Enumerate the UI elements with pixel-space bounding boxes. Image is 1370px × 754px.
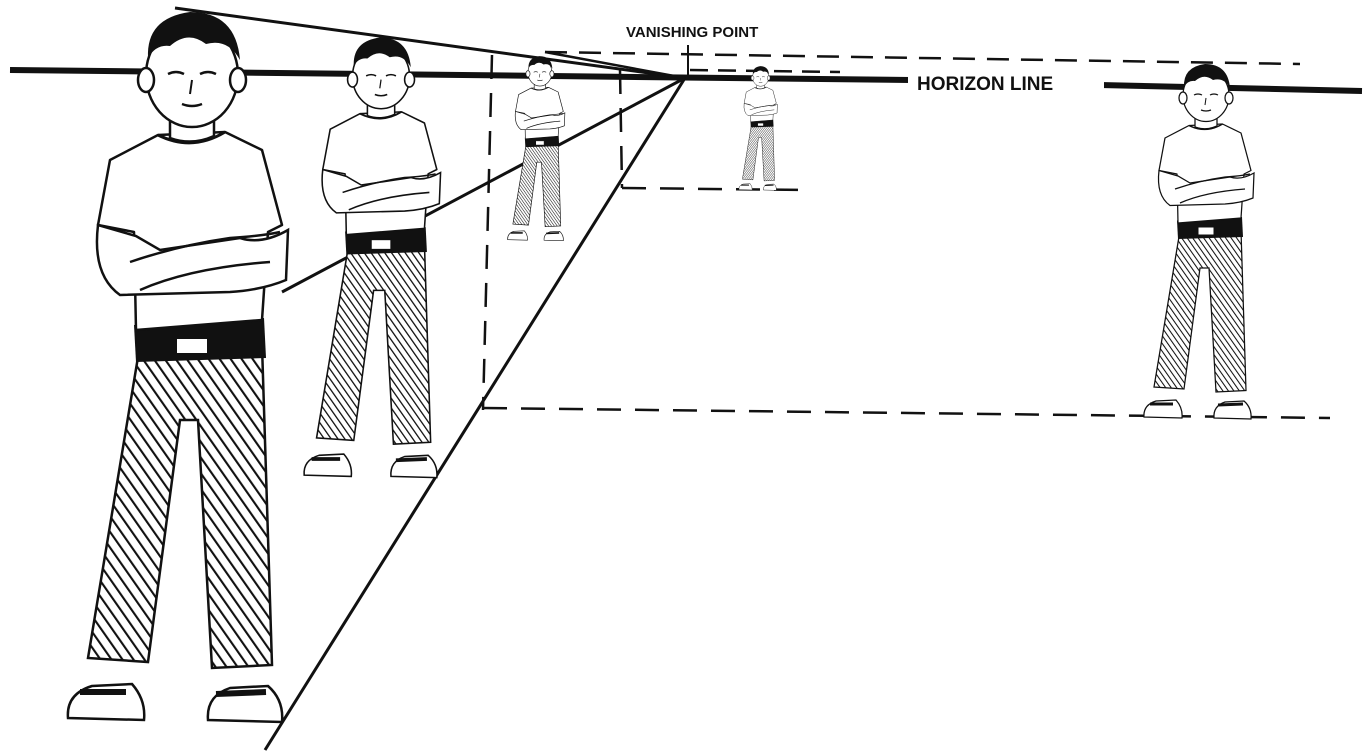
- figure-distant-small: [739, 66, 778, 190]
- figure-right: [1144, 64, 1254, 419]
- figure-third: [508, 56, 565, 241]
- horizon-line-label: HORIZON LINE: [917, 74, 1053, 95]
- figure-second: [304, 37, 440, 477]
- vanishing-point-label: VANISHING POINT: [626, 24, 758, 41]
- figure-foreground-large: [68, 12, 288, 722]
